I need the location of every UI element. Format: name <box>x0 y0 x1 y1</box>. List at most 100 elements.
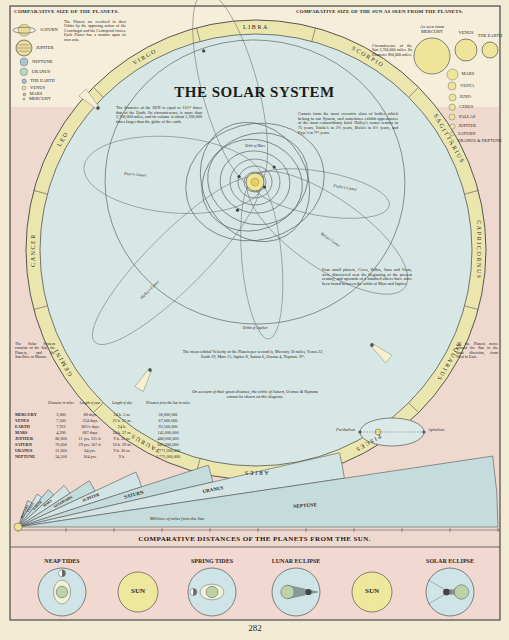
scale-tick <box>450 528 451 532</box>
shape-outline <box>449 104 455 110</box>
note-text: On account of their great distance, the … <box>190 390 320 399</box>
table-cell: 34,500 <box>48 455 74 460</box>
zodiac-divider <box>34 306 48 310</box>
note-text: The mean orbital Velocity of the Planets… <box>178 350 328 359</box>
node-label: URANUS & NEPTUNE <box>457 139 502 144</box>
jupiter-belt <box>17 48 31 49</box>
apsis-line <box>360 432 424 433</box>
band-rule <box>10 547 500 548</box>
scale-tick <box>210 528 211 532</box>
shape-outline <box>23 98 25 100</box>
scale-tick <box>258 528 259 532</box>
orbit-label: Orbit of Mars <box>245 144 265 148</box>
node-outline <box>22 97 26 101</box>
table-cell: NEPTUNE <box>15 455 47 460</box>
planet-dot <box>202 49 205 52</box>
sun-disk: As seen from MERCURY <box>413 37 451 75</box>
zodiac-divider <box>34 190 48 194</box>
sun-circle: SUN <box>351 571 393 613</box>
comet-orbit <box>235 178 289 341</box>
shape-outline <box>447 69 458 80</box>
shape-outline <box>451 140 454 143</box>
node-outline <box>447 81 457 91</box>
table-cell: 881,000,000 <box>140 443 196 448</box>
scale-tick <box>498 528 499 532</box>
note-text: The Planets are revolved in their Orbits… <box>64 20 126 42</box>
shape-outline <box>118 572 158 612</box>
shape-outline <box>16 40 32 56</box>
planet-orbit <box>196 126 315 238</box>
earth-figure <box>454 585 468 599</box>
node-label: CERES <box>459 105 473 110</box>
note-text: The diameter of the SUN is equal to 111½… <box>116 106 202 125</box>
table-cell: 70,000 <box>48 443 74 448</box>
node-outline <box>19 57 29 67</box>
table-cell: 365¼ days <box>76 425 104 430</box>
node-label: VENUS <box>30 86 45 91</box>
table-cell: 29 yrs. 167 d. <box>76 443 104 448</box>
node-outline <box>187 567 237 617</box>
zodiac-sign: LIBRA <box>243 24 269 31</box>
node-label: PALLAS <box>459 115 476 120</box>
table-cell: 10 h. 29 m. <box>106 443 138 448</box>
table-cell: VENUS <box>15 419 47 424</box>
shape-outline <box>426 568 474 616</box>
orbit-point-label: Aphelion <box>428 427 444 432</box>
table-cell: EARTH <box>15 425 47 430</box>
node-outline <box>448 103 456 111</box>
table-header: Distance from the Sun in miles <box>140 401 196 405</box>
table-cell: 23 h. 21 m. <box>106 419 138 424</box>
scale-tick <box>354 528 355 532</box>
shape-outline <box>22 86 26 90</box>
node-label: VENUS <box>458 31 473 36</box>
zodiac-sign: CANCER <box>30 233 37 267</box>
comet-orbit <box>229 149 425 315</box>
shape-outline <box>188 568 236 616</box>
node-outline <box>425 567 475 617</box>
node-outline <box>15 39 33 57</box>
table-cell: 1,771,000,000 <box>140 449 196 454</box>
fan-sun <box>14 523 22 531</box>
planet-size-circle: THE EARTH <box>21 78 27 84</box>
shape-outline <box>414 38 450 74</box>
node-outline <box>21 78 27 84</box>
table-cell: 24 h. 5 m. <box>106 413 138 418</box>
sun-core <box>251 178 259 186</box>
node-outline <box>21 85 27 91</box>
planet-size-circle: SATURN <box>11 17 37 43</box>
shape-outline <box>482 42 498 58</box>
node-label: JUPITER <box>36 46 54 51</box>
node-label: SUN <box>365 588 379 596</box>
node-outline <box>481 41 499 59</box>
planet-size-circle: JUPITER <box>15 39 33 57</box>
shape-outline <box>22 79 26 83</box>
shape-outline <box>450 124 455 129</box>
table-cell: 9 h. <box>106 455 138 460</box>
comet-head <box>148 368 153 373</box>
node-outline <box>37 567 87 617</box>
sun-disk: MARS <box>446 68 459 81</box>
sun-disk: SATURN <box>449 131 455 137</box>
table-cell: 7,912 <box>48 425 74 430</box>
earth-figure <box>281 585 294 598</box>
sun-disk: VENUS <box>454 38 478 62</box>
table-cell: MERCURY <box>15 413 47 418</box>
node-outline <box>11 17 37 43</box>
planet-dot <box>273 165 276 168</box>
table-cell: URANUS <box>15 449 47 454</box>
scale-axis <box>18 530 500 531</box>
table-cell: 86,000 <box>48 437 74 442</box>
comet-tail <box>135 368 155 392</box>
sun-circle: SUN <box>117 571 159 613</box>
moon-figure <box>443 589 450 596</box>
scale-tick <box>306 528 307 532</box>
scale-tick <box>66 528 67 532</box>
node-outline <box>449 123 456 130</box>
earth-figure <box>206 586 218 598</box>
comet-tail <box>369 341 392 363</box>
orbit-label: Orbit of Jupiter <box>242 326 267 330</box>
zodiac-divider <box>196 28 200 42</box>
table-cell: MARS <box>15 431 47 436</box>
